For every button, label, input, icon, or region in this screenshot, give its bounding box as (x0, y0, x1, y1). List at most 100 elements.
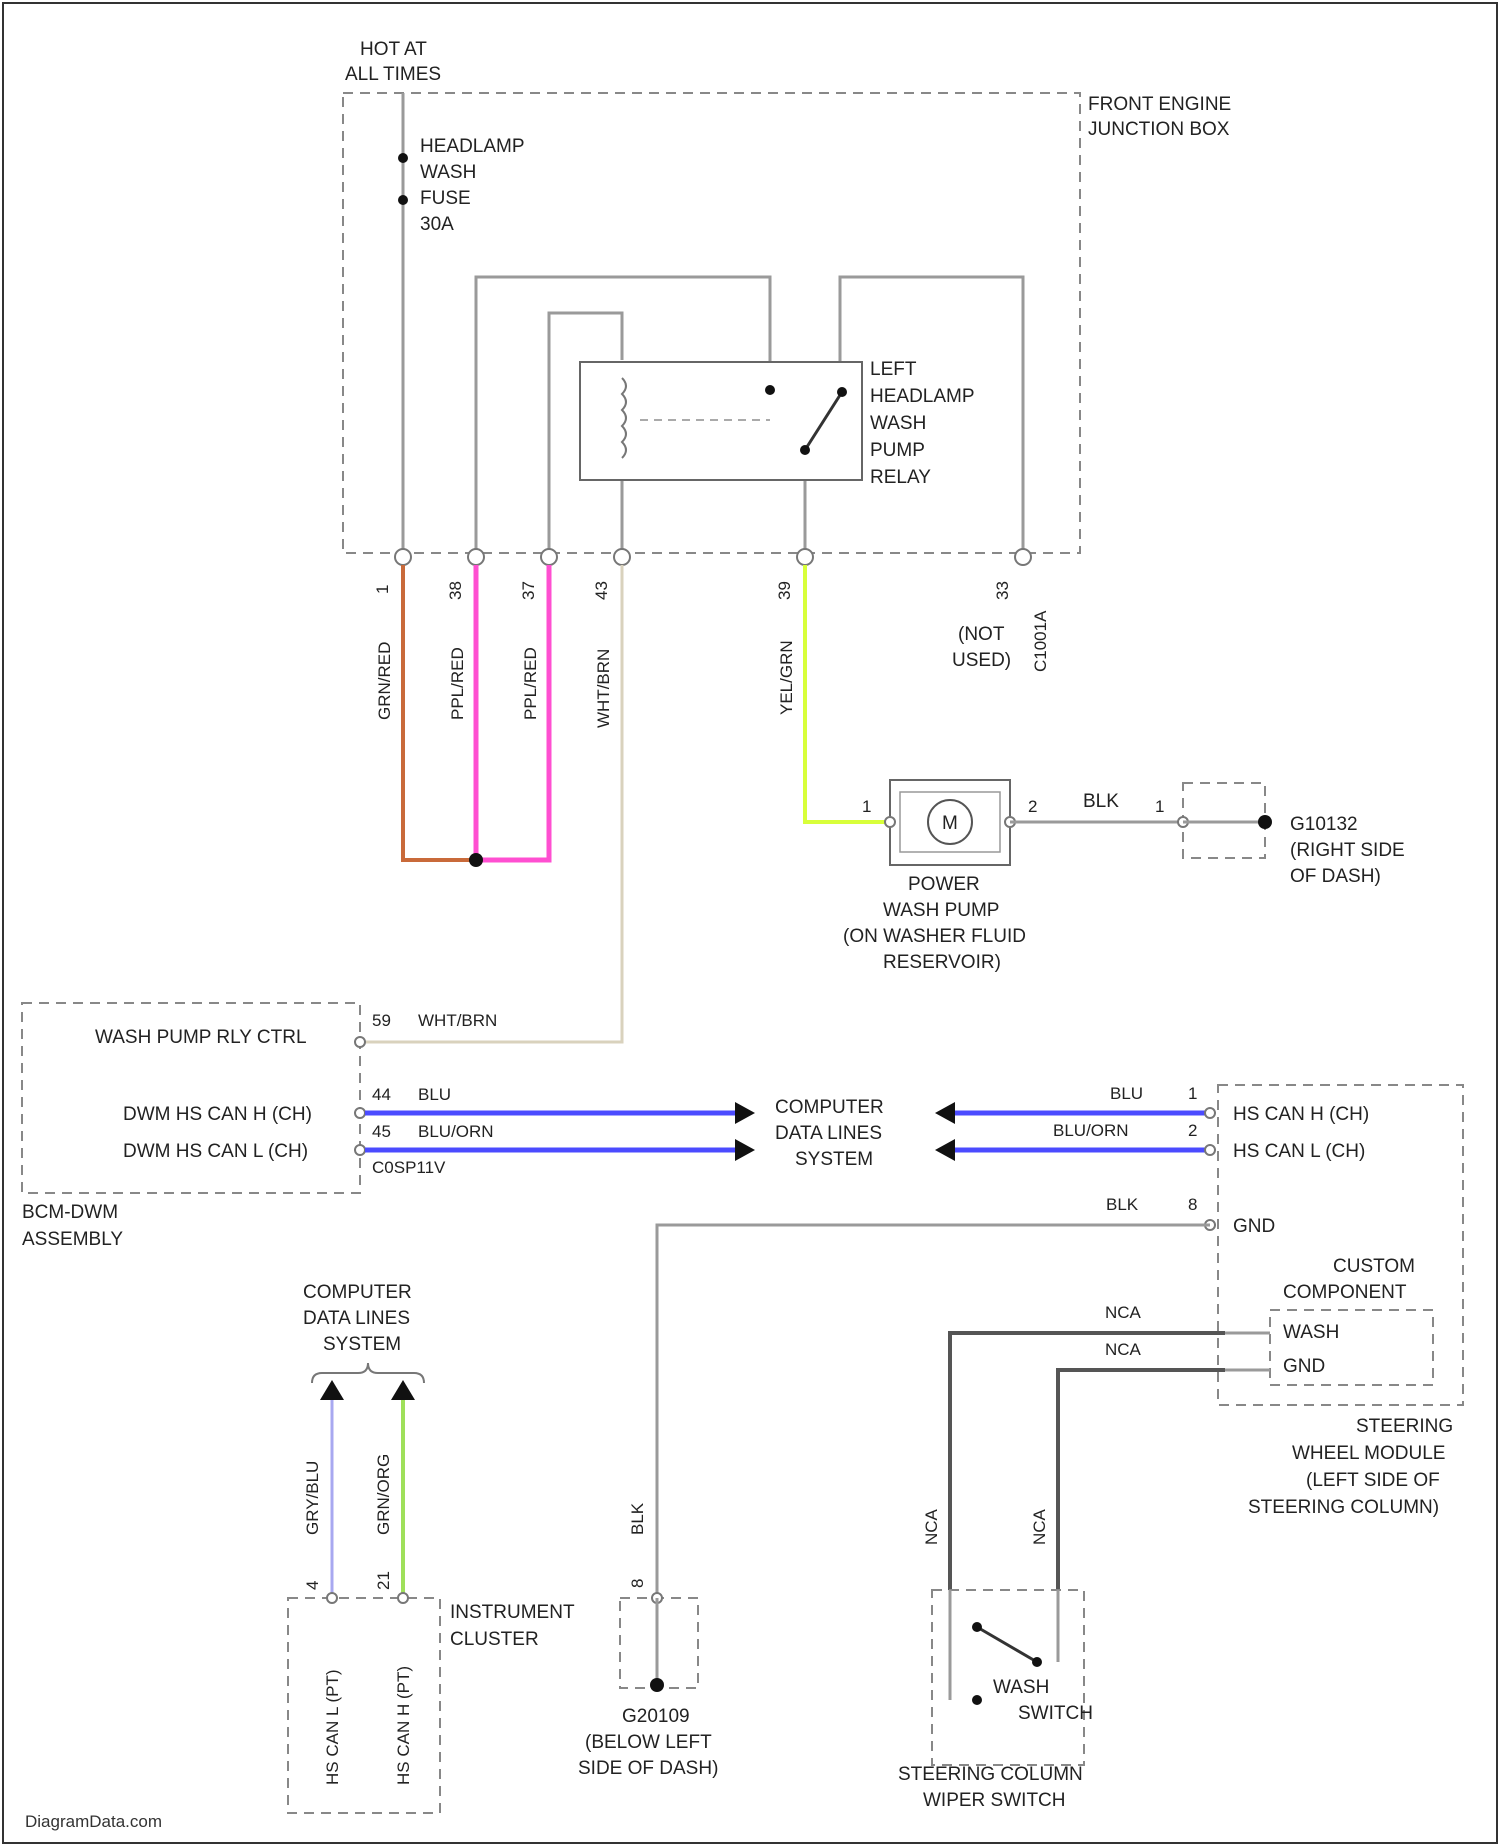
switch-contact-1 (972, 1622, 982, 1632)
power-source-line2: ALL TIMES (345, 64, 441, 85)
fuse-terminal-top (398, 153, 408, 163)
cluster-outline (288, 1598, 440, 1813)
ground-left-wire-label: BLK (628, 1502, 647, 1535)
swm-can-l-label: HS CAN L (CH) (1233, 1141, 1365, 1162)
ground-right-line3: OF DASH) (1290, 866, 1381, 887)
jb-pin-label-43: 43 (592, 581, 611, 600)
ground-left-pin-label: 8 (628, 1579, 647, 1588)
switch-nca2-label: NCA (1030, 1508, 1049, 1545)
pump-label-line2: WASH PUMP (883, 900, 999, 921)
ground-left-connector (620, 1598, 698, 1688)
switch-nca1-label: NCA (922, 1508, 941, 1545)
bcm-can-h-label: DWM HS CAN H (CH) (123, 1104, 312, 1125)
not-used-line1: (NOT (958, 624, 1005, 645)
bcm-wire-l-label: BLU/ORN (418, 1122, 494, 1141)
pump-ground-wire-label: BLK (1083, 791, 1119, 812)
cluster-label-line1: INSTRUMENT (450, 1602, 575, 1623)
pump-pin-1 (885, 817, 895, 827)
jb-pin-33 (1015, 549, 1031, 565)
data-lines-center-line3: SYSTEM (795, 1149, 873, 1170)
switch-contact-arm (977, 1627, 1037, 1662)
cluster-wire-1-label: GRY/BLU (303, 1461, 322, 1535)
cluster-arrow-1 (320, 1380, 344, 1400)
data-lines-left-line1: COMPUTER (303, 1282, 412, 1303)
swm-pin-8-label: 8 (1188, 1195, 1197, 1214)
relay-label-line2: HEADLAMP (870, 386, 975, 407)
data-lines-center-line1: COMPUTER (775, 1097, 884, 1118)
swm-nca1-label: NCA (1105, 1303, 1142, 1322)
switch-label-line1: WASH (993, 1677, 1049, 1698)
cluster-can-h-label: HS CAN H (PT) (394, 1666, 413, 1785)
bcm-wire-wash-label: WHT/BRN (418, 1011, 497, 1030)
wire-yel-grn (805, 565, 890, 822)
cluster-arrow-2 (391, 1380, 415, 1400)
ground-right-line2: (RIGHT SIDE (1290, 840, 1405, 861)
ground-left-line2: (BELOW LEFT (585, 1732, 712, 1753)
switch-contact-2 (1032, 1657, 1042, 1667)
jb-pin-label-39: 39 (775, 581, 794, 600)
can-h-right-arrow (935, 1102, 955, 1124)
relay-wire-33 (840, 277, 1023, 557)
ground-right-point (1258, 815, 1272, 829)
jb-pin-38 (468, 549, 484, 565)
pump-label-line4: RESERVOIR) (883, 952, 1001, 973)
bcm-connector-label: C0SP11V (372, 1158, 446, 1177)
jb-pin-label-33: 33 (993, 581, 1012, 600)
switch-label-line2: SWITCH (1018, 1703, 1093, 1724)
swm-pin-2 (1205, 1145, 1215, 1155)
can-h-left-arrow (735, 1102, 755, 1124)
jb-pin-label-38: 38 (446, 581, 465, 600)
bcm-label-line1: BCM-DWM (22, 1202, 118, 1223)
swm-wire-gnd-label: BLK (1106, 1195, 1139, 1214)
cluster-wire-2-label: GRN/ORG (374, 1454, 393, 1535)
cluster-label-line2: CLUSTER (450, 1629, 539, 1650)
relay-label-line4: PUMP (870, 440, 925, 461)
swm-gnd-label: GND (1233, 1216, 1275, 1237)
cluster-can-l-label: HS CAN L (PT) (323, 1669, 342, 1785)
swm-pin-1 (1205, 1108, 1215, 1118)
jb-pin-label-1: 1 (373, 585, 392, 594)
bcm-label-line2: ASSEMBLY (22, 1229, 123, 1250)
swm-can-h-label: HS CAN H (CH) (1233, 1104, 1369, 1125)
watermark: DiagramData.com (25, 1812, 162, 1831)
nca-wire-gnd (1058, 1370, 1225, 1590)
data-lines-center-line2: DATA LINES (775, 1123, 882, 1144)
bcm-pin-59 (355, 1037, 365, 1047)
relay-label-line5: RELAY (870, 467, 931, 488)
swm-wire-h-label: BLU (1110, 1084, 1143, 1103)
splice-ppl-red (469, 853, 483, 867)
wire-label-ppl-red-37: PPL/RED (521, 647, 540, 720)
bcm-pin-45 (355, 1145, 365, 1155)
can-l-left-arrow (735, 1139, 755, 1161)
swm-wire-l-label: BLU/ORN (1053, 1121, 1129, 1140)
pump-pin-label-1: 1 (862, 797, 871, 816)
data-lines-left-brace (312, 1363, 424, 1383)
junction-box-line1: FRONT ENGINE (1088, 94, 1231, 115)
swm-label-line4: STEERING COLUMN) (1248, 1497, 1439, 1518)
cluster-pin-1 (327, 1593, 337, 1603)
jb-pin-39 (797, 549, 813, 565)
not-used-connector: C1001A (1031, 610, 1050, 672)
cluster-pin-1-label: 4 (303, 1581, 322, 1590)
fuse-terminal-bottom (398, 195, 408, 205)
swm-outline (1218, 1085, 1463, 1405)
diagram-frame (3, 3, 1497, 1843)
switch-title-line2: WIPER SWITCH (923, 1790, 1066, 1811)
ground-left-line3: SIDE OF DASH) (578, 1758, 718, 1779)
junction-box-line2: JUNCTION BOX (1088, 119, 1230, 140)
wire-label-grn-red: GRN/RED (375, 642, 394, 720)
switch-title-line1: STEERING COLUMN (898, 1764, 1083, 1785)
swm-custom-line1: CUSTOM (1333, 1256, 1415, 1277)
relay-label-line1: LEFT (870, 359, 917, 380)
jb-pin-label-37: 37 (519, 581, 538, 600)
ground-right-pin-label: 1 (1155, 797, 1164, 816)
swm-label-line3: (LEFT SIDE OF (1306, 1470, 1440, 1491)
fuse-label-line1: HEADLAMP (420, 136, 525, 157)
pump-motor-symbol: M (942, 813, 958, 834)
bcm-can-l-label: DWM HS CAN L (CH) (123, 1141, 308, 1162)
pump-pin-label-2: 2 (1028, 797, 1037, 816)
swm-label-line2: WHEEL MODULE (1292, 1443, 1445, 1464)
jb-pin-37 (541, 549, 557, 565)
switch-contact-3 (972, 1695, 982, 1705)
